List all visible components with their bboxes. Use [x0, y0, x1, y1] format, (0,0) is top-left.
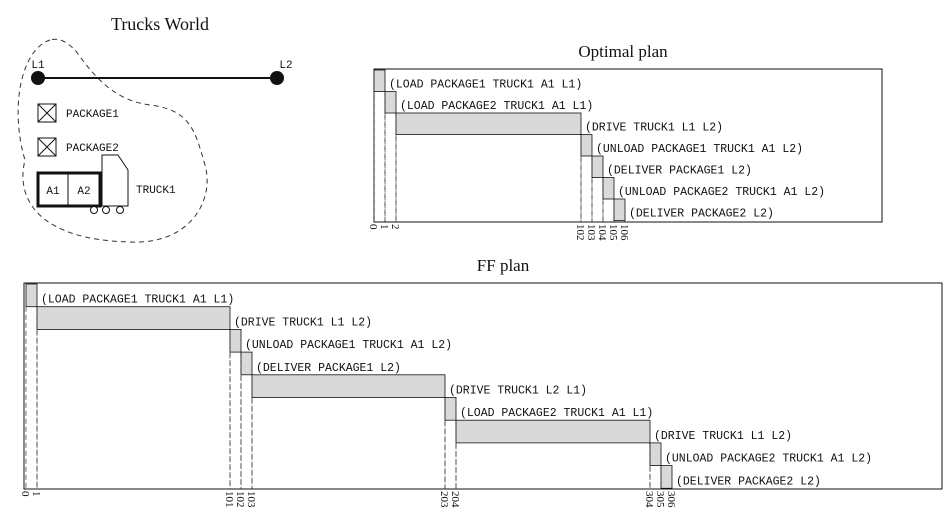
- ff-action-label: (DRIVE TRUCK1 L1 L2): [234, 316, 372, 329]
- ff-action-label: (DELIVER PACKAGE1 L2): [256, 362, 401, 375]
- opt-tick-label: 102: [574, 224, 586, 241]
- opt-action-bar: [614, 199, 625, 221]
- opt-action-bar: [581, 135, 592, 157]
- ff-action-label: (DRIVE TRUCK1 L2 L1): [449, 385, 587, 398]
- ff-plan-chart: FF plan (LOAD PACKAGE1 TRUCK1 A1 L1)(DRI…: [19, 256, 942, 508]
- opt-action-label: (LOAD PACKAGE1 TRUCK1 A1 L1): [389, 79, 582, 92]
- opt-tick-label: 103: [585, 224, 597, 241]
- opt-action-bar: [603, 178, 614, 200]
- opt-tick-label: 0: [367, 224, 379, 230]
- ff-tick-label: 101: [223, 491, 235, 508]
- ff-tick-label: 204: [449, 491, 461, 508]
- ff-action-bar: [456, 420, 650, 443]
- package1-icon: [38, 104, 56, 122]
- ff-action-label: (DELIVER PACKAGE2 L2): [676, 475, 821, 488]
- ff-action-bar: [661, 466, 672, 489]
- trucks-world-panel: Trucks World L1 L2 PACKAGE1 PACKAGE2 A1: [18, 14, 292, 242]
- opt-action-label: (UNLOAD PACKAGE2 TRUCK1 A1 L2): [618, 186, 825, 199]
- opt-action-bar: [385, 92, 396, 114]
- opt-action-label: (LOAD PACKAGE2 TRUCK1 A1 L1): [400, 100, 593, 113]
- ff-action-bar: [26, 284, 37, 307]
- package1-label: PACKAGE1: [66, 109, 119, 121]
- optimal-plan-bars: [374, 70, 625, 221]
- location-l1-node: [31, 71, 45, 85]
- ff-tick-label: 305: [654, 491, 666, 508]
- ff-action-label: (LOAD PACKAGE1 TRUCK1 A1 L1): [41, 294, 234, 307]
- opt-action-label: (UNLOAD PACKAGE1 TRUCK1 A1 L2): [596, 143, 803, 156]
- ff-action-label: (DRIVE TRUCK1 L1 L2): [654, 430, 792, 443]
- optimal-plan-chart: Optimal plan (LOAD PACKAGE1 TRUCK1 A1 L1…: [367, 42, 882, 241]
- ff-tick-label: 306: [665, 491, 677, 508]
- opt-action-label: (DELIVER PACKAGE2 L2): [629, 208, 774, 221]
- truck-icon: [38, 155, 128, 214]
- ff-action-bar: [241, 352, 252, 375]
- truck-area-a2-label: A2: [77, 186, 90, 198]
- opt-action-bar: [374, 70, 385, 92]
- opt-tick-label: 2: [389, 224, 401, 230]
- truck-area-a1-label: A1: [46, 186, 60, 198]
- package2-label: PACKAGE2: [66, 143, 119, 155]
- location-l1-label: L1: [31, 60, 45, 72]
- optimal-plan-title: Optimal plan: [578, 42, 668, 61]
- opt-action-bar: [396, 113, 581, 135]
- ff-tick-label: 0: [19, 491, 31, 497]
- ff-action-bar: [650, 443, 661, 466]
- opt-action-label: (DELIVER PACKAGE1 L2): [607, 165, 752, 178]
- opt-tick-label: 106: [618, 224, 630, 241]
- ff-action-bar: [445, 398, 456, 421]
- opt-tick-label: 1: [378, 224, 390, 230]
- ff-tick-label: 304: [643, 491, 655, 508]
- package2-icon: [38, 138, 56, 156]
- ff-tick-label: 103: [245, 491, 257, 508]
- location-l2-label: L2: [279, 60, 292, 72]
- ff-plan-title: FF plan: [477, 256, 530, 275]
- ff-action-label: (LOAD PACKAGE2 TRUCK1 A1 L1): [460, 407, 653, 420]
- ff-action-bar: [252, 375, 445, 398]
- ff-action-label: (UNLOAD PACKAGE2 TRUCK1 A1 L2): [665, 453, 872, 466]
- ff-tick-label: 1: [30, 491, 42, 497]
- ff-tick-label: 102: [234, 491, 246, 508]
- opt-tick-label: 105: [607, 224, 619, 241]
- opt-action-label: (DRIVE TRUCK1 L1 L2): [585, 122, 723, 135]
- ff-action-bar: [230, 329, 241, 352]
- ff-tick-label: 203: [438, 491, 450, 508]
- opt-action-bar: [592, 156, 603, 178]
- ff-action-bar: [37, 307, 230, 330]
- location-l2-node: [270, 71, 284, 85]
- ff-action-label: (UNLOAD PACKAGE1 TRUCK1 A1 L2): [245, 339, 452, 352]
- trucks-world-title: Trucks World: [111, 14, 209, 34]
- opt-tick-label: 104: [596, 224, 608, 241]
- truck-label: TRUCK1: [136, 185, 176, 197]
